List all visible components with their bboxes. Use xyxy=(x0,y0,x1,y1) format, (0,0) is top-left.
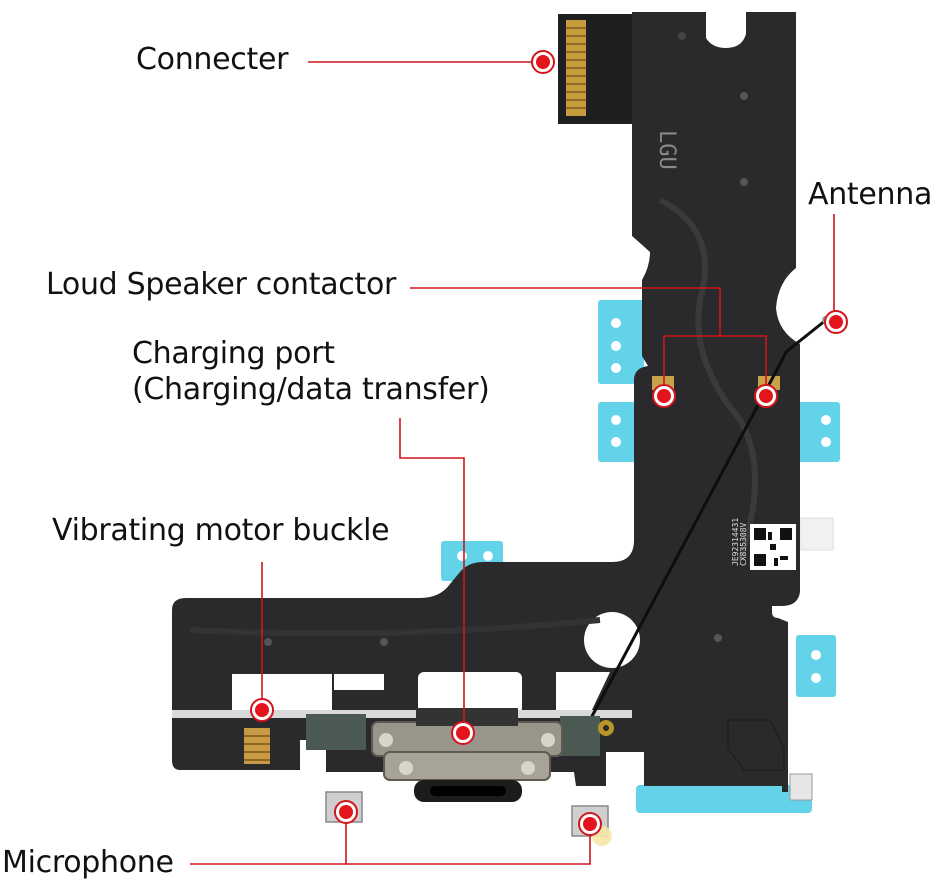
label-antenna: Antenna xyxy=(808,177,933,212)
antenna-cable xyxy=(588,318,827,721)
label-connecter: Connecter xyxy=(136,42,289,77)
qr-label: CX835308V JE92314431 xyxy=(731,518,796,570)
marker-microphone-left xyxy=(334,800,358,824)
callout-markers xyxy=(250,50,848,836)
tab-holes xyxy=(457,318,831,683)
fpc-pin-lines xyxy=(566,27,586,109)
board-cutout xyxy=(334,674,384,690)
board-model-print: LGU xyxy=(654,130,679,170)
board-cutout xyxy=(232,674,332,712)
flex-board xyxy=(172,12,800,792)
adhesive-tab xyxy=(636,785,812,813)
adhesive-tab xyxy=(796,402,840,462)
callout-line-charging-port xyxy=(399,418,465,734)
adhesive-tab xyxy=(598,402,644,462)
metal-bracket xyxy=(727,719,785,771)
label-microphone: Microphone xyxy=(2,845,174,880)
marker-connecter xyxy=(531,50,555,74)
marker-microphone-right xyxy=(578,812,602,836)
board-dot xyxy=(714,634,722,642)
board-hole xyxy=(678,32,686,40)
label-charging-port: Charging port xyxy=(132,336,335,371)
metal-bracket-pad xyxy=(789,773,813,801)
board-dot xyxy=(740,92,748,100)
board-trace xyxy=(189,617,601,637)
adhesive-tab xyxy=(598,300,644,384)
motor-pin-lines xyxy=(244,735,270,761)
adhesive-tab xyxy=(796,635,836,697)
label-vibrating-motor-buckle: Vibrating motor buckle xyxy=(52,513,390,548)
marker-vibrating-motor xyxy=(250,698,274,722)
board-dot xyxy=(740,178,748,186)
marker-charging-port xyxy=(451,721,475,745)
board-dot xyxy=(380,638,388,646)
callout-line-microphone-2 xyxy=(346,826,591,865)
marker-speaker-left xyxy=(652,384,676,408)
screw-center xyxy=(603,725,609,731)
callout-line-loud-speaker-2 xyxy=(720,335,767,396)
label-loud-speaker-contactor: Loud Speaker contactor xyxy=(46,267,397,302)
qr-serial: CX835308V xyxy=(739,522,748,566)
board-cutout xyxy=(418,672,522,714)
white-tab xyxy=(800,517,834,551)
callout-lines xyxy=(190,61,835,865)
vibrating-motor-connector xyxy=(244,728,270,764)
marker-antenna xyxy=(824,310,848,334)
marker-speaker-right xyxy=(754,384,778,408)
callout-line-microphone xyxy=(190,812,347,865)
label-charging-port-detail: (Charging/data transfer) xyxy=(132,372,490,407)
circuit-component xyxy=(560,716,600,756)
qr-serial: JE92314431 xyxy=(731,518,740,566)
adhesive-tabs xyxy=(441,300,840,813)
circuit-component xyxy=(306,714,366,750)
board-trace xyxy=(658,197,758,561)
board-cutout xyxy=(556,672,610,714)
white-film-stripe xyxy=(172,710,632,718)
board-dot xyxy=(264,638,272,646)
